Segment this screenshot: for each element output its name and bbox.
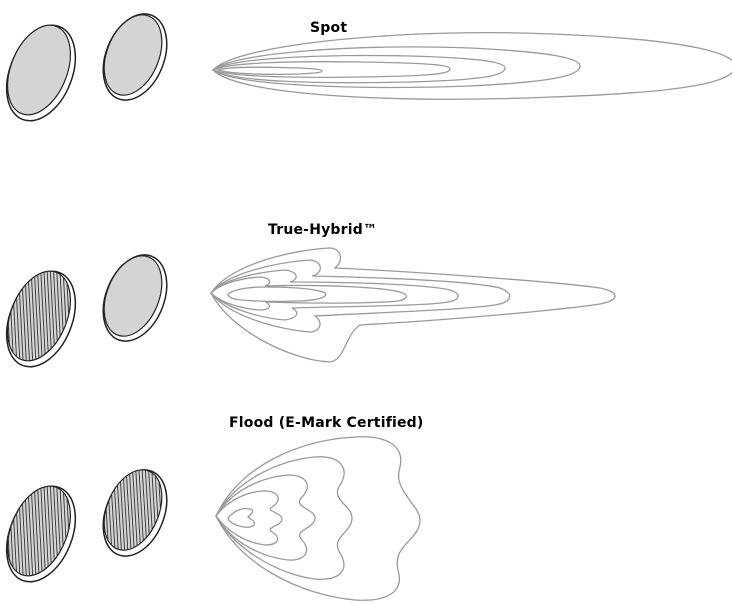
beam-contours-flood xyxy=(215,436,421,601)
lens-flute-line xyxy=(36,261,44,371)
panel-title-flood: Flood (E-Mark Certified) xyxy=(229,415,424,431)
lens-left-fluted xyxy=(4,476,79,586)
lens-right-fluted xyxy=(99,461,173,559)
lens-flute-line xyxy=(30,261,38,371)
panel-spot: Spot xyxy=(0,0,732,140)
lens-flute-line xyxy=(36,476,44,586)
panel-flood: Flood (E-Mark Certified) xyxy=(0,405,732,603)
panel-true-hybrid: True-Hybrid™ xyxy=(0,210,732,380)
panel-title-spot: Spot xyxy=(310,20,348,36)
lens-flute-line xyxy=(131,461,139,559)
panel-spot-graphic xyxy=(5,13,732,122)
lens-flute-line xyxy=(166,461,173,559)
lens-flute-line xyxy=(134,461,142,559)
lens-flute-line xyxy=(30,476,38,586)
beam-contours-true-hybrid xyxy=(210,247,616,363)
lens-right xyxy=(102,13,168,101)
lens-flute-line xyxy=(33,261,41,371)
lens-left xyxy=(5,24,77,122)
beam-contours-spot xyxy=(211,31,732,100)
lens-flute-line xyxy=(33,476,41,586)
lens-flute-line xyxy=(128,461,136,559)
lens-flute-line xyxy=(125,461,133,559)
panel-true-hybrid-graphic xyxy=(4,247,616,371)
panel-title-true-hybrid: True-Hybrid™ xyxy=(268,222,378,238)
panel-flood-graphic xyxy=(4,436,421,601)
lens-left-fluted xyxy=(4,261,79,371)
lens-right xyxy=(102,254,168,342)
